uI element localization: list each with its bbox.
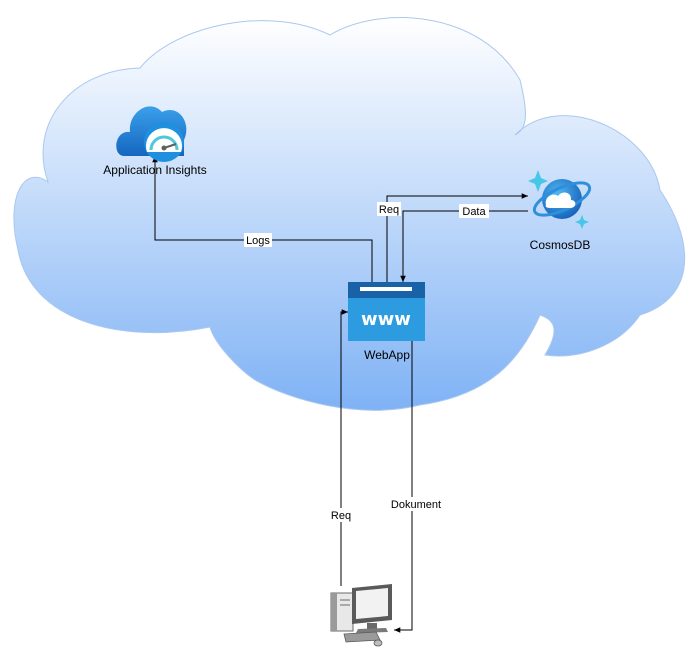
desktop-computer-icon xyxy=(330,584,392,647)
cosmos-db-label: CosmosDB xyxy=(530,238,591,252)
web-app-icon-text: www xyxy=(361,309,411,330)
dokument-edge xyxy=(394,341,413,633)
application-insights-icon xyxy=(116,106,187,162)
cosmos-db-node[interactable]: CosmosDB xyxy=(528,170,594,252)
web-app-icon: www xyxy=(348,282,425,341)
web-app-label: WebApp xyxy=(364,348,410,362)
application-insights-node[interactable]: Application Insights xyxy=(103,106,207,177)
application-insights-label: Application Insights xyxy=(103,163,206,177)
client-computer-node[interactable] xyxy=(330,584,392,647)
cosmos-db-icon xyxy=(528,170,592,229)
cloud-shape xyxy=(13,17,686,411)
svg-text:Data: Data xyxy=(462,206,486,218)
req-client-edge xyxy=(340,309,348,586)
req-db-edge xyxy=(386,193,528,282)
svg-text:Logs: Logs xyxy=(246,235,270,247)
req-client-edge-label: Req xyxy=(329,508,353,522)
svg-text:Dokument: Dokument xyxy=(391,499,441,511)
logs-edge-label: Logs xyxy=(244,233,272,247)
web-app-node[interactable]: www WebApp xyxy=(348,282,425,362)
data-edge-label: Data xyxy=(459,204,489,218)
svg-text:Req: Req xyxy=(379,204,399,216)
req-db-edge-label: Req xyxy=(377,202,401,216)
dokument-edge-label: Dokument xyxy=(389,497,443,511)
svg-text:Req: Req xyxy=(331,510,351,522)
